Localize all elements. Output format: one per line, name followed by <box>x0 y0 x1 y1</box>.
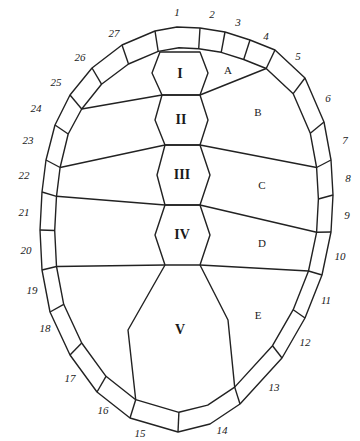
marginal-number: 4 <box>263 31 269 42</box>
marginal-number: 13 <box>269 382 280 393</box>
vertebral-numeral: III <box>174 168 190 182</box>
marginal-number: 6 <box>325 93 331 104</box>
marginal-number: 10 <box>335 251 346 262</box>
marginal-number: 27 <box>109 28 120 39</box>
marginal-number: 7 <box>342 135 348 146</box>
vertebral-numeral: V <box>175 323 185 337</box>
marginal-number: 23 <box>23 135 34 146</box>
inner-outline <box>55 48 319 413</box>
vertebral-scutes <box>128 52 235 400</box>
marginal-number: 24 <box>31 103 42 114</box>
marginal-number: 11 <box>321 295 331 306</box>
marginal-number: 25 <box>51 77 62 88</box>
vertebral-numeral: IV <box>174 228 190 242</box>
marginal-number: 15 <box>135 428 146 439</box>
outer-outline <box>40 27 333 432</box>
marginal-number: 3 <box>235 17 241 28</box>
marginal-number: 2 <box>209 9 215 20</box>
costal-letter: B <box>254 107 261 118</box>
vertebral-numeral: I <box>177 67 182 81</box>
marginal-divisions <box>40 28 333 432</box>
marginal-number: 26 <box>75 52 86 63</box>
marginal-number: 16 <box>98 405 109 416</box>
costal-letter: C <box>258 180 265 191</box>
costal-letter: E <box>255 310 262 321</box>
costal-divisions <box>57 69 317 272</box>
marginal-number: 21 <box>19 207 30 218</box>
marginal-number: 22 <box>19 170 30 181</box>
costal-letter: A <box>224 65 232 76</box>
marginal-number: 20 <box>21 245 32 256</box>
marginal-number: 1 <box>174 7 180 18</box>
marginal-number: 17 <box>65 373 76 384</box>
marginal-number: 9 <box>344 210 350 221</box>
marginal-number: 14 <box>217 425 228 436</box>
costal-letter: D <box>258 238 266 249</box>
marginal-number: 12 <box>300 337 311 348</box>
marginal-number: 8 <box>345 173 351 184</box>
marginal-number: 19 <box>27 285 38 296</box>
marginal-number: 18 <box>40 323 51 334</box>
marginal-number: 5 <box>295 51 301 62</box>
vertebral-numeral: II <box>176 113 187 127</box>
